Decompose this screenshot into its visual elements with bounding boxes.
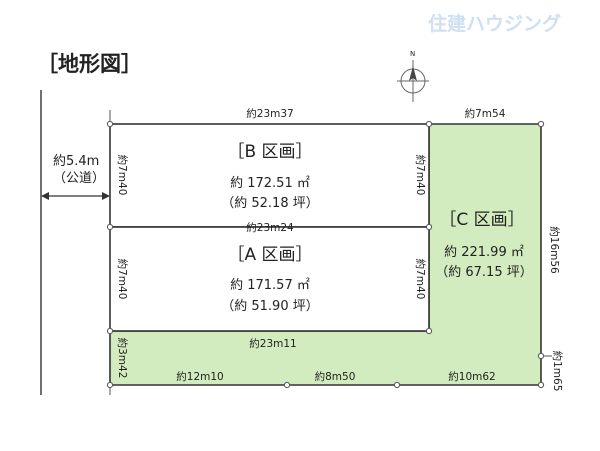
lot-b-area-m2: 約 172.51 ㎡ (230, 176, 310, 191)
lot-c-area-tsubo: （約 67.15 坪） (435, 265, 532, 280)
lot-a-area (109, 226, 430, 332)
dim-strip-left: 約3m42 (116, 338, 129, 379)
lot-b-area-tsubo: （約 52.18 坪） (221, 196, 318, 211)
dim-bottom-a: 約23m11 (249, 337, 296, 350)
dim-top-b: 約23m37 (246, 107, 293, 120)
dim-b-right: 約7m40 (414, 155, 427, 196)
dim-a-right: 約7m40 (414, 259, 427, 300)
compass-north-label: N (410, 50, 415, 58)
lot-b-name: ［B 区画］ (227, 142, 312, 162)
lot-b-area (109, 123, 430, 228)
lot-a-area-tsubo: （約 51.90 坪） (221, 299, 318, 314)
road-width-label: 約5.4m (53, 154, 99, 169)
lot-a-name: ［A 区画］ (227, 245, 312, 265)
page-title: ［地形図］ (37, 52, 142, 76)
north-compass-icon: N (397, 50, 429, 102)
lot-c-name: ［C 区画］ (439, 210, 524, 230)
dim-c-right-small: 約1m65 (551, 351, 564, 392)
road-type-label: （公道） (53, 171, 105, 186)
dim-bottom-1: 約12m10 (176, 370, 223, 383)
boundary-markers (106, 120, 545, 389)
dim-bottom-2: 約8m50 (315, 370, 356, 383)
lot-a-area-m2: 約 171.57 ㎡ (230, 278, 310, 293)
lot-c-area-m2: 約 221.99 ㎡ (444, 245, 524, 260)
dim-a-left: 約7m40 (116, 259, 129, 300)
dim-c-right: 約16m56 (548, 226, 561, 274)
dim-top-c: 約7m54 (465, 107, 506, 120)
brand-watermark: 住建ハウジング (428, 12, 561, 35)
dim-mid-ab: 約23m24 (246, 221, 294, 234)
dim-bottom-3: 約10m62 (448, 370, 495, 383)
dim-b-left: 約7m40 (116, 155, 129, 196)
road-width-arrow (41, 192, 110, 200)
